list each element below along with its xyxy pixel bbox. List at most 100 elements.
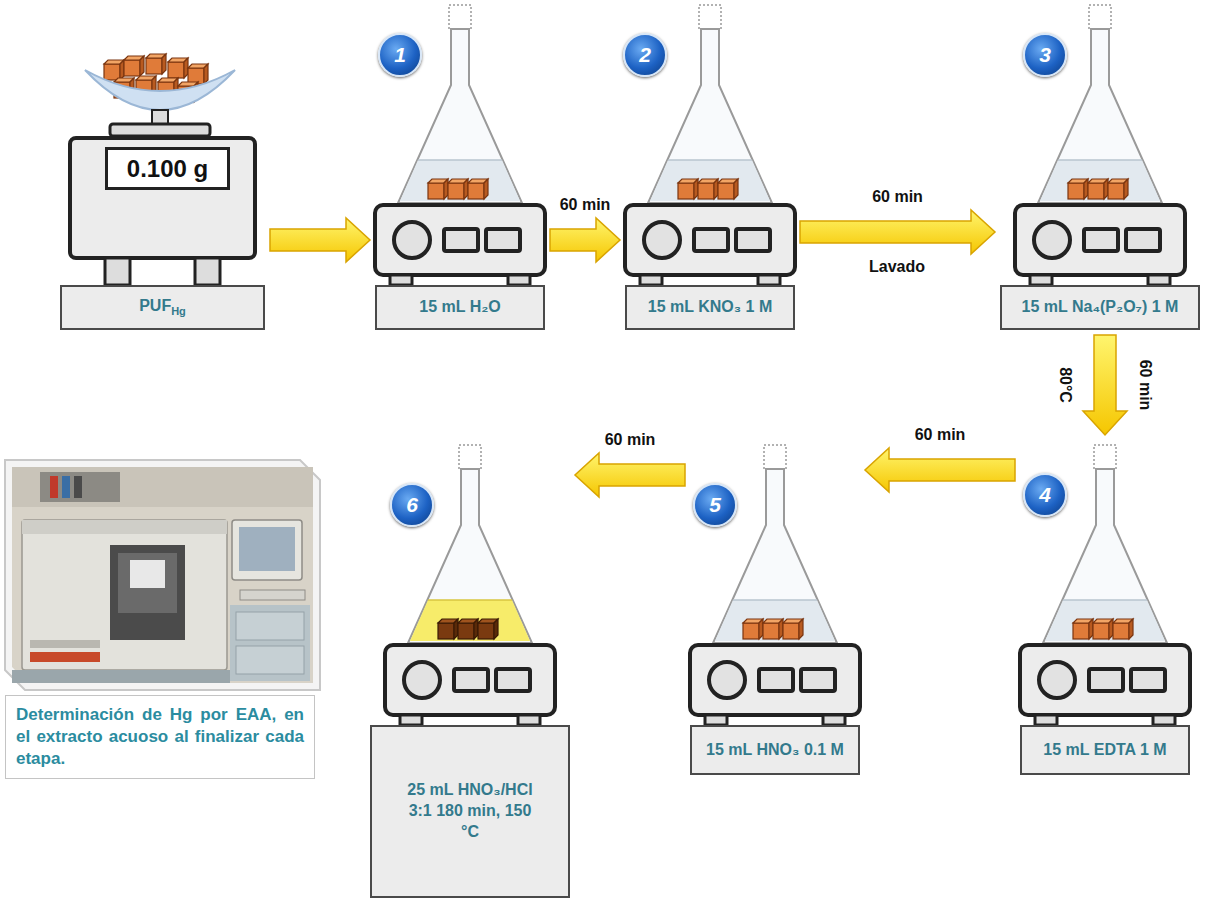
note-label: Lavado [869,258,925,276]
node-text: 6 [406,493,418,517]
label-text: PUFHg [139,296,186,318]
illustration-part [648,5,772,203]
illustration-part [410,600,530,641]
illustration-part [232,520,302,580]
illustration-part [50,476,58,498]
illustration-part [678,179,738,199]
node-text: 0.100 g [127,155,208,183]
illustration-part [230,605,310,681]
illustration-part [146,54,166,74]
block-arrow [575,453,685,497]
node-text: 15 mL EDTA 1 M [1043,741,1166,758]
illustration-part [62,476,70,498]
illustration-part [22,520,227,534]
illustration-part [5,460,320,690]
illustration-part [12,670,230,683]
stirrer-flask [1015,5,1185,285]
illustration-part [240,590,305,600]
illustration-part [715,600,835,641]
node-text: Hg [171,305,186,317]
balance [70,54,255,285]
label-text: 15 mL HNO₃ 0.1 M [706,740,844,761]
illustration-part [236,646,304,674]
illustration-part [428,179,488,199]
block-arrow [270,218,370,262]
edge-label: 60 min [872,188,923,206]
illustration-part [104,60,124,80]
stirrer-flask [625,5,795,285]
illustration-part [398,5,522,203]
balance: PUFHg 0.100 g [60,60,265,330]
stirrer-flask [375,5,545,285]
edge-label: 60 min [1136,360,1154,411]
edge-label: 60 min [560,196,611,214]
label-box: 15 mL H₂O [375,285,545,330]
node-text: 5 [709,493,721,517]
stirrer-flask [385,445,555,725]
illustration-part [110,545,185,640]
stirrer-station: 15 mL H₂O [375,5,545,330]
label-text: 15 mL EDTA 1 M [1043,740,1166,761]
illustration-part [650,160,770,201]
illustration-part [400,160,520,201]
illustration-part [1020,645,1190,725]
node-text: 15 mL Na₄(P₂O₇) 1 M [1022,298,1179,315]
label-box: PUFHg [60,285,265,330]
illustration-part [188,64,208,84]
block-arrow [865,448,1015,492]
node-text: 15 mL HNO₃ 0.1 M [706,741,844,758]
illustration-part [130,560,165,588]
block-arrow [1083,335,1127,435]
node-text: 15 mL H₂O [419,298,501,315]
step-number: 4 [1023,473,1067,517]
illustration-part [625,205,795,285]
illustration-part [30,652,100,662]
illustration-part [74,476,82,498]
label-text: 15 mL H₂O [419,297,501,318]
step-number: 1 [378,33,422,77]
illustration-part [105,258,130,285]
illustration-part [110,124,210,136]
stirrer-flask [1020,445,1190,725]
label-text: 15 mL Na₄(P₂O₇) 1 M [1022,297,1179,318]
illustration-part [385,645,555,725]
stirrer-station: 15 mL Na₄(P₂O₇) 1 M [1000,5,1200,330]
label-box: 15 mL KNO₃ 1 M [625,285,795,330]
illustration-part [12,467,313,683]
illustration-part [1068,179,1128,199]
label-text: 15 mL KNO₃ 1 M [648,297,772,318]
illustration-part [1015,205,1185,285]
illustration-part [1043,445,1167,643]
balance-display: 0.100 g [105,147,230,190]
label-box: 15 mL EDTA 1 M [1020,725,1190,775]
block-arrow [550,218,620,262]
step-number: 5 [693,483,737,527]
illustration-part [408,445,532,643]
illustration-part [1073,619,1133,639]
instrument-photo [5,460,320,690]
edge-label: 60 min [915,426,966,444]
label-box: 25 mL HNO₃/HCl 3:1 180 min, 150 °C [370,725,570,898]
node-text: 4 [1039,483,1051,507]
illustration-part [713,445,837,643]
node-text: 15 mL KNO₃ 1 M [648,298,772,315]
illustration-part [1040,160,1160,201]
note-box: Determinación de Hg por EAA, en el extra… [5,695,315,779]
illustration-part [375,205,545,285]
illustration-part [236,612,304,640]
label-box: 15 mL Na₄(P₂O₇) 1 M [1000,285,1200,330]
stirrer-station: 15 mL KNO₃ 1 M [625,5,795,330]
illustration-part [1038,5,1162,203]
illustration-part [118,553,177,613]
block-arrow [800,210,995,254]
node-text: PUF [139,297,171,314]
illustration-part [40,472,120,502]
stirrer-station: 15 mL EDTA 1 M [1020,440,1190,775]
illustration-part [1045,600,1165,641]
illustration-part [195,258,220,285]
stirrer-station: 25 mL HNO₃/HCl 3:1 180 min, 150 °C [370,440,570,898]
illustration-part [22,520,227,670]
illustration-part [30,640,100,648]
illustration-part [124,56,144,76]
illustration-part [168,58,188,78]
